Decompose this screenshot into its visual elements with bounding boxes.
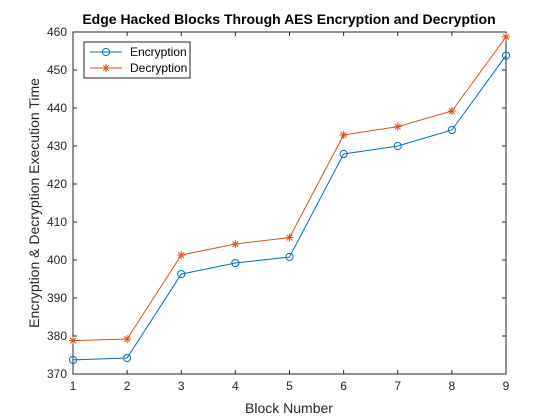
legend-box bbox=[83, 41, 191, 79]
decryption-data-point bbox=[502, 32, 510, 41]
y-tick-label: 440 bbox=[47, 101, 67, 115]
x-tick-label: 4 bbox=[232, 379, 239, 393]
encryption-data-point bbox=[285, 252, 294, 262]
chart-title: Edge Hacked Blocks Through AES Encryptio… bbox=[82, 11, 495, 27]
decryption-data-point bbox=[285, 233, 294, 242]
encryption-data-point bbox=[68, 355, 78, 365]
asterisk-stroke bbox=[394, 123, 401, 130]
legend-encryption-marker bbox=[101, 47, 111, 57]
x-tick-label: 8 bbox=[449, 379, 456, 393]
asterisk-stroke bbox=[448, 107, 456, 115]
plot-area: 1 2 3 4 5 6 7 8 9 370 380 390 400 410 420 430 440 450 460 bbox=[47, 25, 511, 393]
y-tick-label: 450 bbox=[47, 63, 67, 77]
decryption-data-point bbox=[69, 336, 77, 345]
decryption-data-point bbox=[177, 251, 186, 260]
y-tick-label: 380 bbox=[47, 329, 67, 343]
encryption-data-point bbox=[123, 353, 132, 363]
x-tick-label: 9 bbox=[503, 379, 510, 393]
y-tick-label: 460 bbox=[47, 25, 67, 39]
y-axis-label: Encryption & Decryption Execution Time bbox=[26, 78, 42, 328]
asterisk-stroke bbox=[340, 131, 347, 139]
legend-decryption-label: Decryption bbox=[130, 61, 187, 75]
y-tick-label: 420 bbox=[47, 177, 67, 191]
asterisk-stroke bbox=[502, 33, 510, 41]
asterisk-stroke bbox=[102, 64, 110, 72]
asterisk-stroke bbox=[69, 337, 77, 344]
x-tick-label: 1 bbox=[70, 379, 77, 393]
encryption-data-point bbox=[501, 51, 511, 60]
encryption-data-point bbox=[231, 258, 240, 268]
y-tick-label: 430 bbox=[47, 139, 67, 153]
decryption-data-point bbox=[393, 122, 402, 131]
decryption-data-point bbox=[231, 240, 240, 249]
x-tick-label: 6 bbox=[340, 379, 347, 393]
y-tick-label: 370 bbox=[47, 367, 67, 381]
encryption-data-point bbox=[339, 149, 348, 159]
decryption-data-point bbox=[339, 130, 348, 139]
encryption-data-point bbox=[177, 269, 186, 279]
x-tick-label: 5 bbox=[286, 379, 293, 393]
axes-box bbox=[72, 31, 507, 375]
x-tick-label: 3 bbox=[178, 379, 185, 393]
legend-encryption-label: Encryption bbox=[130, 45, 187, 59]
decryption-data-point bbox=[447, 107, 456, 116]
x-tick-label: 7 bbox=[394, 379, 401, 393]
encryption-series-line bbox=[72, 55, 507, 361]
asterisk-stroke bbox=[178, 251, 185, 259]
x-tick-label: 2 bbox=[124, 379, 131, 393]
y-tick-label: 400 bbox=[47, 253, 67, 267]
x-axis-label: Block Number bbox=[245, 400, 333, 416]
asterisk-stroke bbox=[123, 335, 131, 343]
encryption-data-point bbox=[447, 125, 456, 135]
decryption-data-point bbox=[123, 335, 132, 344]
asterisk-stroke bbox=[232, 240, 239, 248]
y-tick-label: 410 bbox=[47, 215, 67, 229]
encryption-data-point bbox=[393, 141, 402, 151]
asterisk-stroke bbox=[286, 234, 293, 241]
legend-decryption-marker bbox=[102, 64, 110, 72]
y-tick-label: 390 bbox=[47, 291, 67, 305]
